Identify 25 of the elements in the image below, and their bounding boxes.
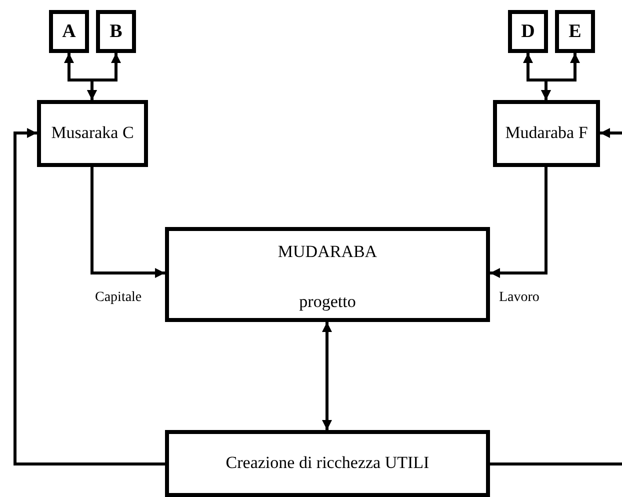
process-box [165, 227, 490, 322]
arrow [14, 128, 165, 466]
box-text: Musaraka C [51, 122, 134, 144]
process-box [493, 100, 600, 167]
box-text: Mudaraba F [505, 122, 588, 144]
arrow [600, 128, 622, 138]
box-text: A [62, 20, 76, 44]
arrow [541, 53, 580, 100]
arrow [322, 322, 332, 430]
process-box [165, 430, 490, 497]
process-box [37, 100, 148, 167]
process-box [555, 10, 595, 53]
box-text: B [110, 20, 122, 44]
box-text: MUDARABA [278, 241, 378, 263]
box-text: Creazione di ricchezza UTILI [226, 452, 430, 474]
process-box [96, 10, 136, 53]
process-box [508, 10, 548, 53]
box-text: progetto [299, 291, 356, 314]
arrow [90, 167, 165, 278]
box-text: E [568, 20, 582, 44]
arrow [490, 167, 548, 278]
box-text: D [521, 20, 535, 44]
arrow [87, 53, 121, 100]
process-box [49, 10, 89, 53]
edge-label: Capitale [95, 290, 142, 306]
